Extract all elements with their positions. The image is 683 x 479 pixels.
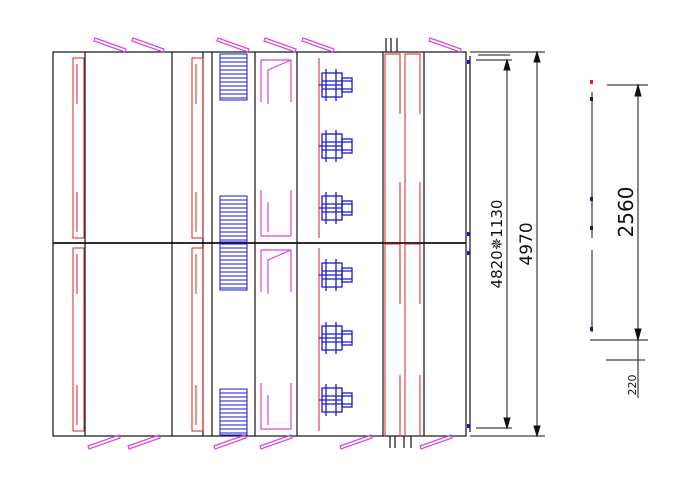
fan-part xyxy=(341,200,353,216)
fan-icon xyxy=(319,322,353,354)
fan-icon xyxy=(319,259,353,291)
fan-icon xyxy=(319,69,353,101)
dimension-label-base-offset: 220 xyxy=(626,375,639,396)
fan-icon xyxy=(319,130,353,162)
dimension-label-overall-length: 4970 xyxy=(517,222,537,265)
door-leaf-top xyxy=(131,37,165,53)
grille-panel xyxy=(219,53,248,101)
fan-part xyxy=(341,138,353,154)
heater-bar xyxy=(191,57,204,239)
door-leaf-top xyxy=(428,37,462,53)
door-leaf-top xyxy=(216,37,250,53)
heater-bars xyxy=(72,53,421,435)
fan-part xyxy=(341,330,353,346)
dimension-label-inner-span: 4820✵1130 xyxy=(488,200,506,289)
heater-bar xyxy=(191,247,204,432)
duct-outline xyxy=(384,53,401,242)
door-frame xyxy=(260,59,292,104)
heater-bar xyxy=(72,247,85,432)
grille-panel xyxy=(219,195,248,243)
anchor-mark xyxy=(467,232,470,236)
grille-panels xyxy=(219,53,248,436)
fan-icon xyxy=(319,192,353,224)
dimension-label-section-height: 2560 xyxy=(614,187,638,238)
door-leaf-top xyxy=(93,37,127,53)
door-frame xyxy=(260,190,292,237)
door-frame xyxy=(260,383,292,430)
door-panels xyxy=(87,37,462,450)
door-leaf-bottom xyxy=(87,434,121,450)
heater-bar xyxy=(72,57,85,239)
duct-outline xyxy=(404,53,421,242)
door-leaf-bottom xyxy=(419,434,453,450)
door-frame xyxy=(260,249,292,294)
door-leaf-bottom xyxy=(127,434,161,450)
grille-panel xyxy=(219,388,248,436)
anchor-mark xyxy=(467,251,470,255)
anchor-mark xyxy=(467,424,470,428)
fan-icon xyxy=(319,384,353,416)
door-leaf-bottom xyxy=(213,434,247,450)
fan-part xyxy=(341,77,353,93)
fan-units xyxy=(319,69,353,416)
door-leaf-bottom xyxy=(259,434,293,450)
fan-part xyxy=(341,392,353,408)
anchor-mark xyxy=(467,60,470,64)
door-leaf-bottom xyxy=(339,434,373,450)
fan-part xyxy=(341,267,353,283)
duct-outline xyxy=(384,243,401,435)
duct-outline xyxy=(404,243,421,435)
door-leaf-top xyxy=(301,37,335,53)
door-leaf-top xyxy=(263,37,297,53)
dimension-lines xyxy=(470,50,648,438)
grille-panel xyxy=(219,243,248,291)
